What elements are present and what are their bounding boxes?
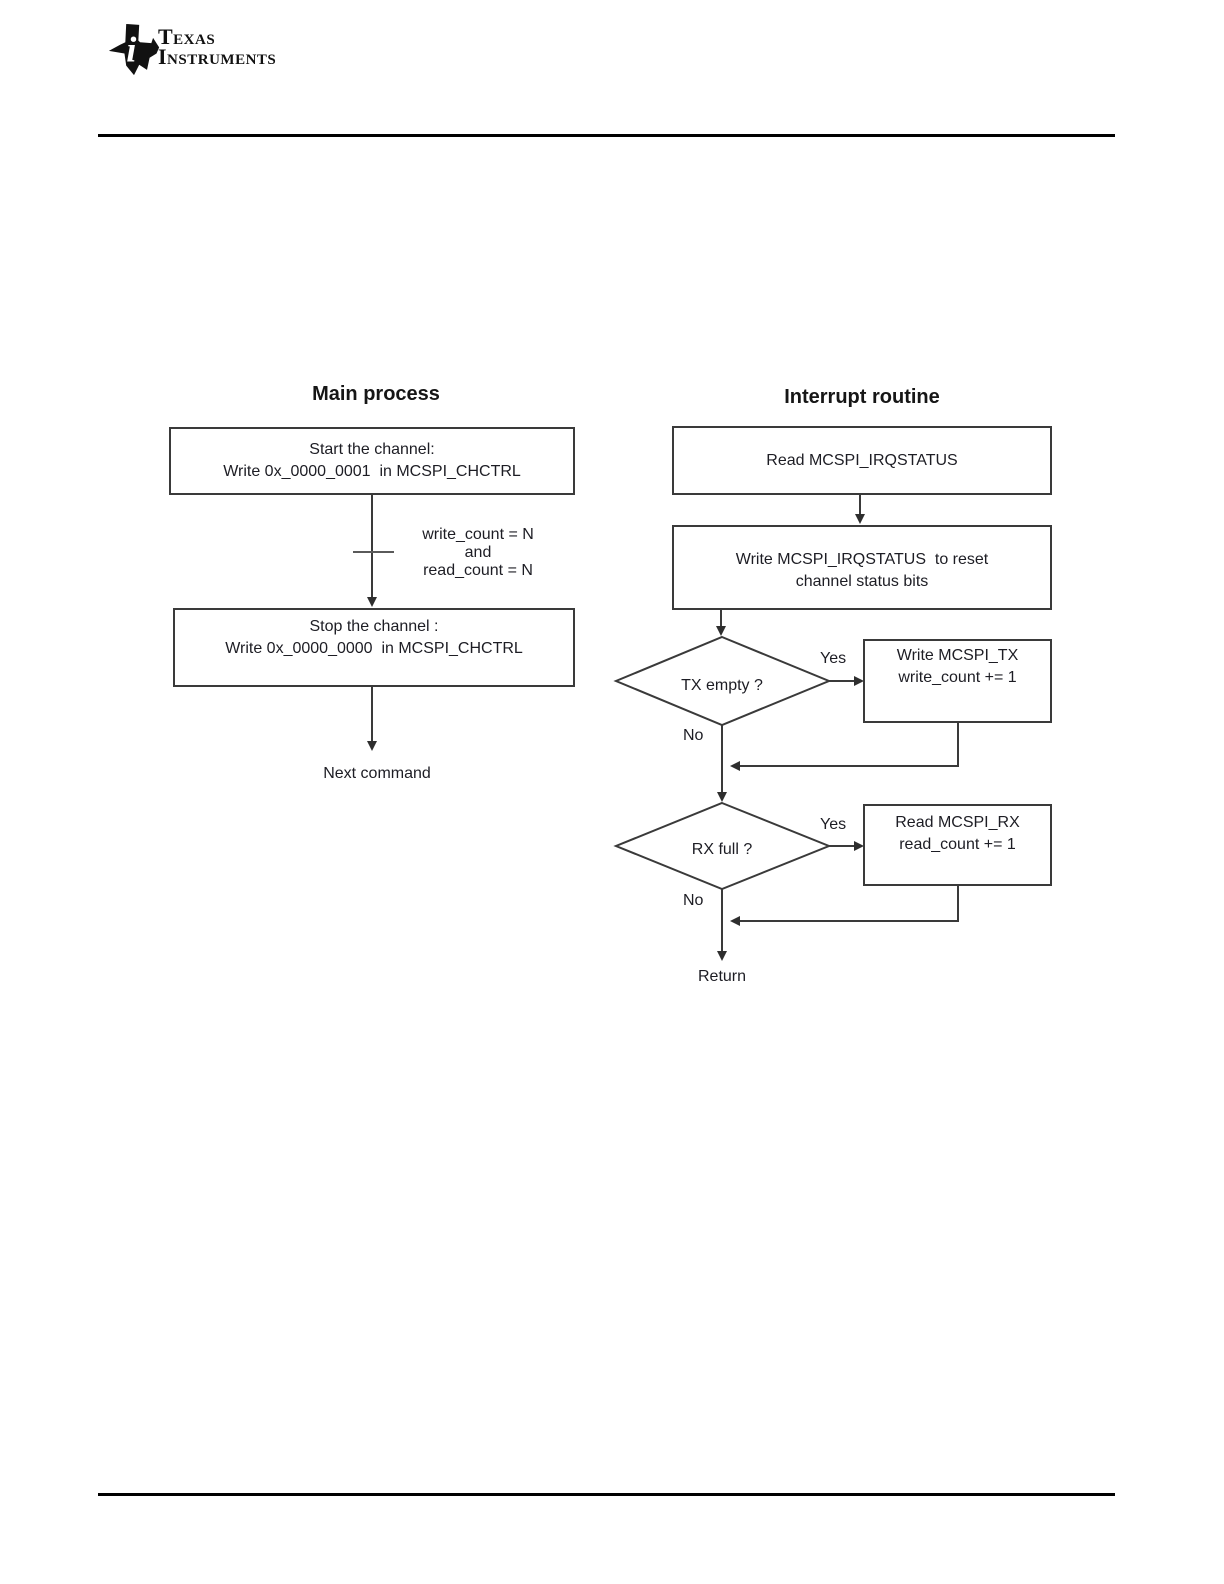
texas-instruments-logo: i Texas Instruments (108, 22, 308, 80)
feedback-rx-box (739, 886, 959, 922)
feedback-tx-box (739, 723, 959, 767)
rx-no-label: No (683, 892, 704, 909)
logo-wordmark-line2: Instruments (158, 44, 277, 69)
start-channel-line1: Start the channel: (309, 441, 435, 458)
main-process-title: Main process (312, 383, 440, 405)
arrowhead (717, 951, 727, 961)
read-rx-box: Read MCSPI_RX read_count += 1 (863, 804, 1052, 886)
loop-annotation-line1: write_count = N (422, 526, 534, 543)
interrupt-routine-title: Interrupt routine (784, 386, 940, 408)
loop-annotation-line2: and (464, 544, 492, 561)
logo-wordmark: Texas Instruments (158, 24, 277, 69)
arrowhead (854, 841, 864, 851)
tx-no-label: No (683, 727, 704, 744)
return-label: Return (697, 968, 747, 985)
read-rx-line2: read_count += 1 (899, 836, 1016, 853)
loop-annotation-line3: read_count = N (423, 562, 533, 579)
footer-rule (98, 1493, 1115, 1496)
arrowhead (854, 676, 864, 686)
rx-full-question: RX full ? (691, 841, 753, 858)
header-rule (98, 134, 1115, 137)
rx-yes-label: Yes (820, 816, 847, 833)
write-tx-line1: Write MCSPI_TX (896, 647, 1019, 664)
next-command-label: Next command (323, 765, 431, 782)
stop-channel-line1: Stop the channel : (309, 618, 439, 635)
tx-yes-label: Yes (820, 650, 847, 667)
rx-full-diamond (613, 801, 832, 891)
tx-empty-diamond (613, 635, 832, 727)
arrowhead (367, 597, 377, 607)
arrowhead (730, 761, 740, 771)
loop-annotation: write_count = N and read_count = N (398, 526, 558, 580)
arrowhead (367, 741, 377, 751)
read-rx-line1: Read MCSPI_RX (895, 814, 1020, 831)
arrowhead (716, 626, 726, 636)
start-channel-box: Start the channel: Write 0x_0000_0001 in… (169, 427, 575, 495)
write-tx-box: Write MCSPI_TX write_count += 1 (863, 639, 1052, 723)
start-channel-line2: Write 0x_0000_0001 in MCSPI_CHCTRL (223, 463, 521, 480)
write-tx-line2: write_count += 1 (898, 669, 1017, 686)
stop-channel-line2: Write 0x_0000_0000 in MCSPI_CHCTRL (225, 640, 523, 657)
logo-wordmark-line1: Texas (158, 24, 216, 49)
logo-i-glyph: i (126, 29, 136, 69)
read-irqstatus-line1: Read MCSPI_IRQSTATUS (766, 451, 958, 469)
read-irqstatus-box: Read MCSPI_IRQSTATUS (672, 426, 1052, 495)
stop-channel-box: Stop the channel : Write 0x_0000_0000 in… (173, 608, 575, 687)
arrowhead (730, 916, 740, 926)
texas-state-shape (108, 24, 160, 76)
write-irqstatus-line1: Write MCSPI_IRQSTATUS to reset (735, 550, 989, 568)
write-irqstatus-box: Write MCSPI_IRQSTATUS to reset channel s… (672, 525, 1052, 610)
arrowhead (855, 514, 865, 524)
arrowhead (717, 792, 727, 802)
tx-empty-question: TX empty ? (681, 677, 763, 694)
texas-state-icon: i (108, 24, 160, 76)
write-irqstatus-line2: channel status bits (795, 572, 929, 590)
